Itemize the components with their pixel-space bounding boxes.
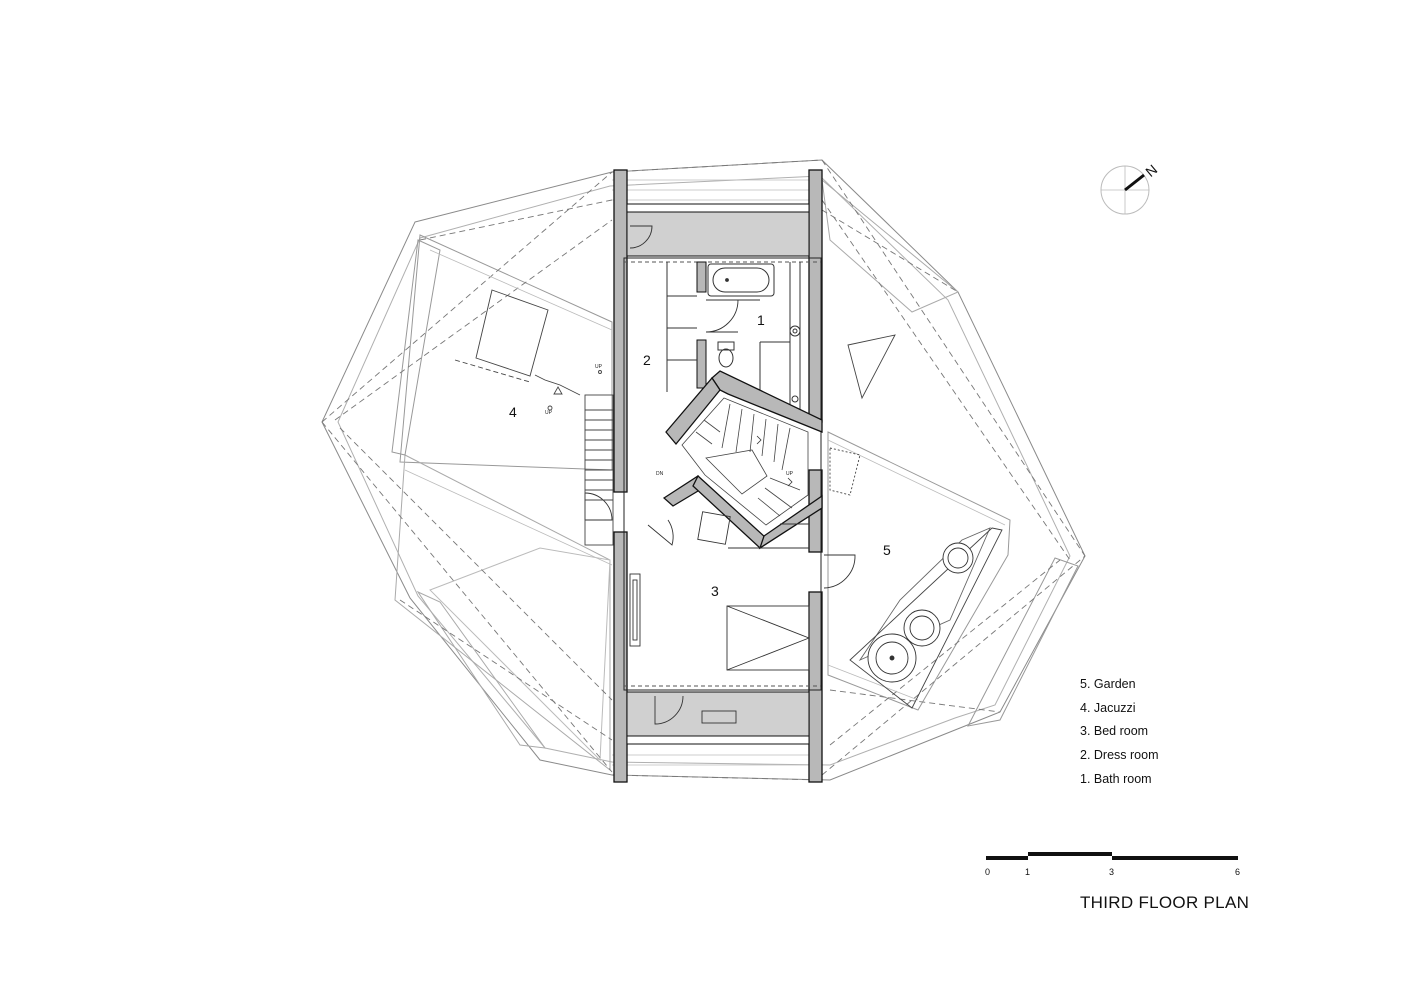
legend-item-dress-room: 2. Dress room: [1080, 748, 1159, 763]
stair-down-label: DN: [656, 471, 664, 477]
scale-bar: 0 1 3 6: [985, 852, 1240, 877]
room-number-2: 2: [643, 352, 651, 368]
room-number-4: 4: [509, 404, 517, 420]
room-number-5: 5: [883, 542, 891, 558]
bathtub: [707, 263, 775, 297]
main-walls: [613, 169, 823, 783]
plan-title: THIRD FLOOR PLAN: [1080, 893, 1250, 912]
stair-core-walls: [662, 370, 823, 550]
scale-tick-6: 6: [1235, 867, 1240, 877]
legend-item-garden: 5. Garden: [1080, 677, 1136, 691]
partitions: [666, 261, 801, 410]
room-legend: 5. Garden 4. Jacuzzi 3. Bed room 2. Dres…: [1080, 676, 1159, 794]
balcony-strips: [626, 203, 810, 745]
garden-trees: [867, 542, 974, 683]
jacuzzi-up-label-2: UP: [545, 410, 553, 416]
stair-treads: [681, 397, 809, 526]
jacuzzi-up-label-1: UP: [595, 364, 603, 370]
sink: [789, 325, 801, 403]
toilet: [717, 341, 735, 368]
interior-outlines: [623, 257, 822, 691]
door-swings: [584, 225, 856, 725]
projected-roof-thin-lines: [404, 179, 1006, 766]
garden-terrace: [829, 334, 1003, 709]
scale-tick-1: 1: [1025, 867, 1030, 877]
legend-item-bed-room: 3. Bed room: [1080, 724, 1149, 739]
legend-item-bath-room: 1. Bath room: [1080, 771, 1152, 786]
legend-item-jacuzzi: 4. Jacuzzi: [1080, 700, 1136, 715]
stair-up-label: UP: [786, 471, 794, 477]
bedroom-furniture: [629, 511, 810, 724]
projected-roof-dashed-lines: [321, 159, 1086, 781]
stair-arrows: [756, 435, 793, 487]
scale-tick-3: 3: [1109, 867, 1114, 877]
room-number-1: 1: [757, 312, 765, 328]
north-arrow-icon: N: [1100, 161, 1160, 215]
jacuzzi-terrace: [454, 289, 614, 546]
scale-tick-0: 0: [985, 867, 990, 877]
room-number-3: 3: [711, 583, 719, 599]
